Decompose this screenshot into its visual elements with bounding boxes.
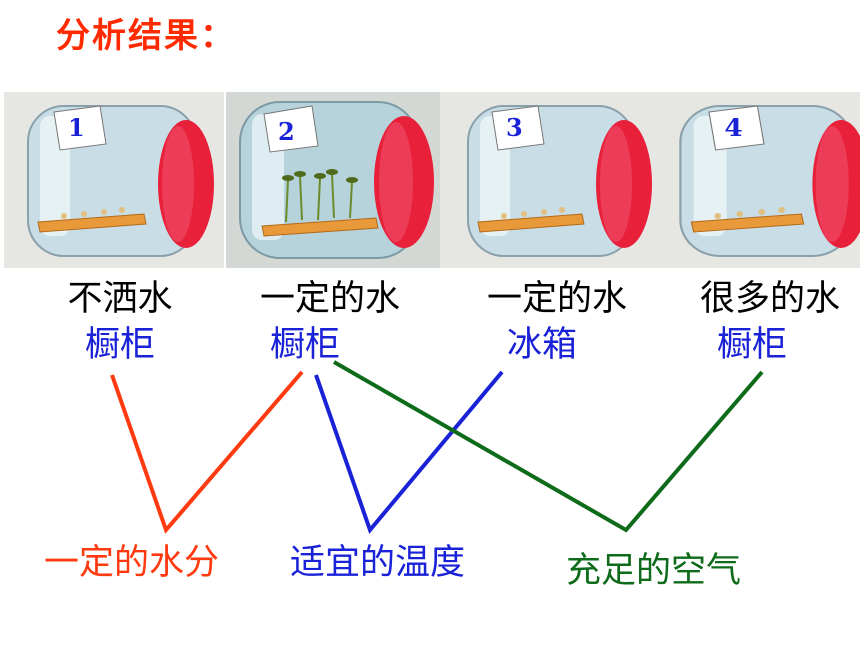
jar-1-water-label: 不洒水 [67, 279, 173, 319]
jar-3-image: 3 [440, 92, 660, 268]
jar-1-image: 1 [4, 92, 224, 268]
factor-temperature-label: 适宜的温度 [290, 543, 466, 583]
jar-number: 4 [724, 113, 742, 142]
jar-4-image: 4 [654, 92, 860, 268]
jar-2-place-label: 橱柜 [269, 325, 340, 365]
jar-3-water-label: 一定的水 [486, 279, 627, 319]
jar-number: 3 [506, 113, 523, 142]
jar-number: 2 [278, 117, 295, 146]
page-title: 分析结果： [56, 16, 236, 56]
jar-number: 1 [68, 113, 85, 142]
jar-3-place-label: 冰箱 [506, 325, 577, 365]
temperature-connector [314, 370, 504, 534]
jar-4-water-label: 很多的水 [699, 279, 840, 319]
water-connector [110, 370, 304, 534]
jar-1-place-label: 橱柜 [84, 325, 155, 365]
jar-4-place-label: 橱柜 [716, 325, 787, 365]
factor-air-label: 充足的空气 [566, 551, 742, 591]
air-connector [333, 360, 764, 533]
factor-water-label: 一定的水分 [44, 543, 220, 583]
jar-2-water-label: 一定的水 [259, 279, 400, 319]
jar-2-image: 2 [226, 92, 446, 268]
